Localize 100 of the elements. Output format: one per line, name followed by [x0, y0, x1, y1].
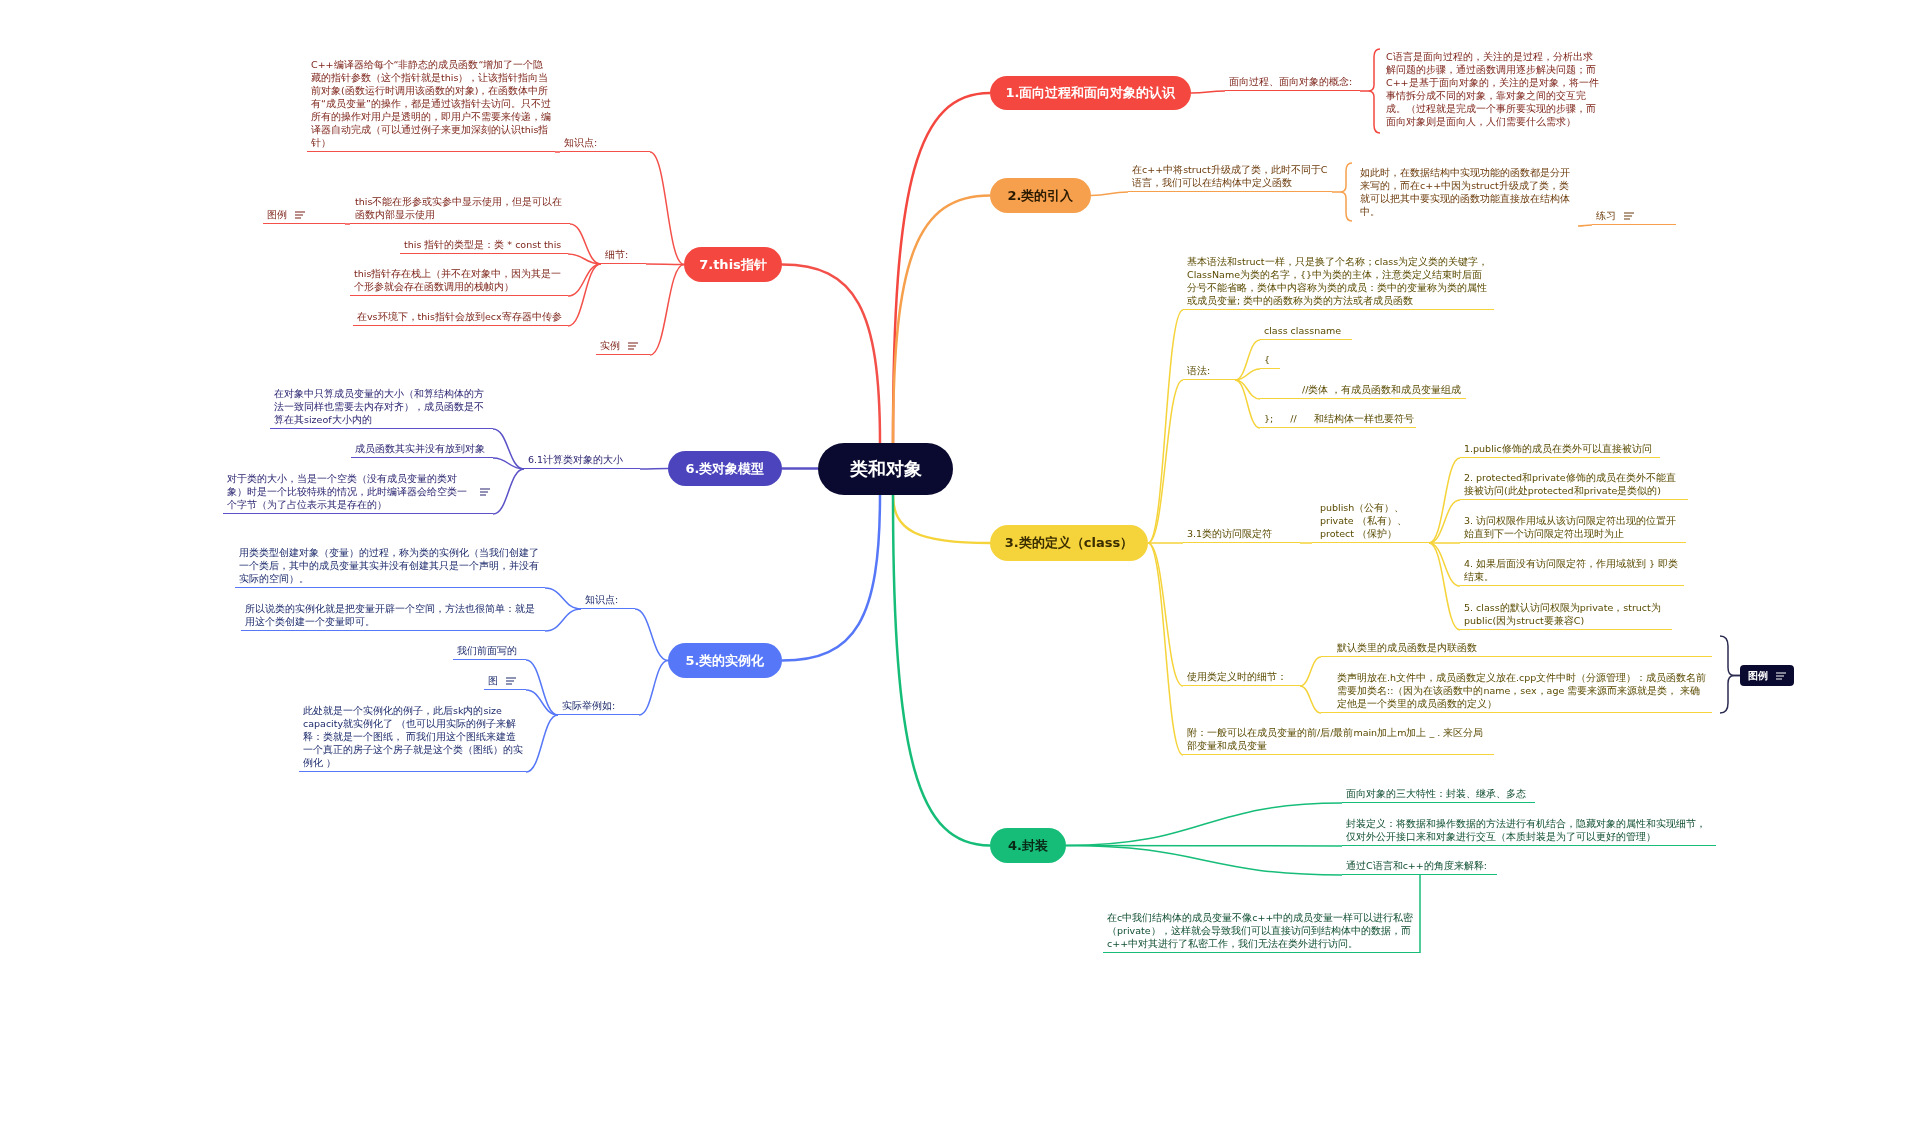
branch-line — [891, 495, 991, 847]
branch-line — [567, 263, 602, 297]
branch-line — [1147, 542, 1184, 687]
branch-line — [1234, 339, 1261, 381]
branch-line — [1090, 191, 1129, 197]
branch-line — [1147, 542, 1184, 544]
topic-label: 实际举例如: — [558, 699, 639, 715]
topic-label: 语法: — [1183, 364, 1235, 380]
topic-text: 对于类的大小，当是一个空类（没有成员变量的类对象）时是一个比较特殊的情况，此时编译器会给空类一个字节（为了占位表示其是存在的） — [227, 472, 468, 511]
branch-line — [1299, 685, 1322, 714]
topic-item — [263, 208, 345, 224]
topic-label: this不能在形参或实参中显示使用，但是可以在函数内部显示使用 — [350, 195, 570, 224]
branch-line — [1419, 874, 1421, 954]
topic-pill: 5.类的实例化 — [668, 643, 782, 678]
topic-label: class classname — [1260, 324, 1352, 340]
topic-pill: 3.类的定义（class） — [990, 525, 1148, 561]
branch-line — [639, 467, 669, 470]
brace-connector — [1719, 674, 1741, 714]
topic-label: 3. 访问权限作用域从该访问限定符出现的位置开始直到下一个访问限定符出现时为止 — [1460, 514, 1686, 543]
branch-line — [649, 263, 685, 356]
branch-line — [781, 494, 882, 662]
topic-label: 基本语法和struct一样，只是换了个名称；class为定义类的关键字，ClassName为类的名字，{}中为类的主体，注意类定义结束时后面分号不能省略，类体中内容称为类的成员：类中的变量称为类的属性或成员变量; 类中的函数称为类的方法或者成员函数 — [1183, 255, 1494, 310]
topic-label: 默认类里的成员函数是内联函数 — [1321, 641, 1712, 657]
topic-text: 图 — [488, 674, 498, 687]
topic-label: 通过C语言和c++的角度来解释: — [1342, 859, 1497, 875]
branch-line — [1299, 542, 1313, 544]
branch-line — [782, 467, 818, 470]
topic-pill: 4.封装 — [990, 828, 1066, 863]
topic-label: 3.1类的访问限定符 — [1183, 527, 1300, 543]
topic-pill: 1.面向过程和面向对象的认识 — [990, 76, 1191, 110]
topic-text: 练习 — [1596, 209, 1616, 222]
topic-label: 1.public修饰的成员在类外可以直接被访问 — [1460, 442, 1660, 458]
topic-label: }; // 和结构体一样也要符号 — [1260, 412, 1416, 428]
topic-label: 附：一般可以在成员变量的前/后/最前main加上m加上 _ . 来区分局部变量和成员变量 — [1183, 726, 1494, 755]
topic-label: 使用类定义时的细节： — [1183, 670, 1300, 686]
topic-label: 在vs环境下，this指针会放到ecx寄存器中传参 — [353, 310, 568, 326]
topic-item — [223, 472, 493, 514]
note-text: C语言是面向过程的，关注的是过程，分析出求解问题的步骤，通过函数调用逐步解决问题；而C++是基于面向对象的，关注的是对象，将一件事情拆分成不同的对象，靠对象之间的交互完成。（过程就是完成一个事所要实现的步骤，而面向对象则是面向人，人们需要什么需求） — [1386, 50, 1600, 128]
topic-text: 实例 — [600, 339, 620, 352]
topic-label: 我们前面写的 — [453, 644, 526, 660]
branch-line — [1065, 844, 1343, 876]
topic-label: C++编译器给每个“非静态的成员函数“增加了一个隐藏的指针参数（这个指针就是this），让该指针指向当前对象(函数运行时调用该函数的对象)，在函数体中所有“成员变量”的操作，都是通过该指针去访问。只不过所有的操作对用户是透明的，即用户不需要来传递，编译器自动完成（可以通过例子来更加深刻的认识this指针） — [307, 58, 555, 152]
topic-label: 面向对象的三大特性：封装、继承、多态 — [1342, 787, 1535, 803]
topic-label: 成员函数其实并没有放到对象 — [351, 442, 493, 458]
topic-pill: 7.this指针 — [684, 247, 782, 282]
brace-connector — [1359, 48, 1381, 134]
topic-text: 图例 — [1748, 668, 1768, 683]
branch-line — [645, 263, 685, 266]
branch-line — [891, 194, 991, 443]
legend-pill — [1740, 665, 1794, 686]
topic-item — [1592, 209, 1676, 225]
topic-label: 所以说类的实例化就是把变量开辟一个空间，方法也很简单：就是用这个类创建一个变量即可。 — [241, 602, 545, 631]
topic-label: 5. class的默认访问权限为private，struct为public(因为struct要兼容C) — [1460, 601, 1672, 630]
topic-label: 用类类型创建对象（变量）的过程，称为类的实例化（当我们创建了一个类后，其中的成员变量其实并没有创建其只是一个声明，并没有实际的空间）。 — [235, 546, 545, 588]
topic-label: 4. 如果后面没有访问限定符，作用域就到 } 即类结束。 — [1460, 557, 1684, 586]
branch-line — [1147, 379, 1184, 544]
branch-line — [638, 659, 669, 716]
topic-label: 类声明放在.h文件中，成员函数定义放在.cpp文件中时（分源管理）：成员函数名前需要加类名::（因为在该函数中的name，sex，age 需要来源而来源就是类， 来确定他是一个类里的成员函数的定义） — [1321, 671, 1712, 713]
branch-line — [344, 223, 351, 225]
topic-label: 面向过程、面向对象的概念: — [1225, 75, 1360, 91]
topic-label: 细节: — [601, 248, 646, 264]
topic-label: 在c中我们结构体的成员变量不像c++中的成员变量一样可以进行私密（private），这样就会导致我们可以直接访问到结构体中的数据，而c++中对其进行了私密工作，我们无法在类外进行访问。 — [1103, 911, 1420, 953]
topic-label: 知识点: — [581, 593, 635, 609]
branch-line — [492, 468, 525, 515]
branch-line — [649, 151, 685, 266]
topic-label: 封装定义：将数据和操作数据的方法进行有机结合，隐藏对象的属性和实现细节，仅对外公开接口来和对象进行交互（本质封装是为了可以更好的管理） — [1342, 817, 1716, 846]
brace-connector — [1331, 162, 1353, 222]
topic-label: 在c++中将struct升级成了类，此时不同于C语言，我们可以在结构体中定义函数 — [1128, 163, 1332, 192]
branch-line — [567, 263, 602, 327]
branch-line — [1428, 542, 1461, 587]
branch-line — [554, 151, 561, 153]
branch-line — [544, 608, 582, 632]
topic-label: 在对象中只算成员变量的大小（和算结构体的方法一致同样也需要去内存对齐），成员函数是不算在其sizeof大小内的 — [270, 387, 493, 429]
branch-line — [781, 263, 882, 444]
topic-label: 6.1计算类对象的大小 — [524, 453, 640, 469]
topic-pill: 6.类对象模型 — [668, 451, 782, 486]
branch-line — [1147, 309, 1184, 544]
branch-line — [492, 457, 525, 470]
branch-line — [1190, 90, 1226, 94]
topic-item — [484, 674, 526, 690]
branch-line — [1428, 457, 1461, 544]
topic-label: this 指针的类型是：类 * const this — [400, 238, 568, 254]
branch-line — [1299, 656, 1322, 687]
branch-line — [634, 608, 669, 662]
branch-line — [525, 689, 559, 716]
topic-label: { — [1260, 353, 1280, 369]
branch-line — [1234, 368, 1261, 381]
topic-label: this指针存在栈上（并不在对象中，因为其是一个形参就会存在函数调用的栈帧内） — [350, 267, 568, 296]
branch-line — [567, 253, 602, 265]
branch-line — [1234, 379, 1261, 429]
central-topic: 类和对象 — [818, 443, 953, 495]
topic-label: //类体 ，有成员函数和成员变量组成 — [1260, 383, 1466, 399]
branch-line — [1428, 542, 1461, 631]
branch-line — [525, 714, 559, 773]
topic-label: 此处就是一个实例化的例子，此后sk内的size capacity就实例化了 （也可以用实际的例子来解释：类就是一个图纸， 而我们用这个图纸来建造一个真正的房子这个房子就是这个类（图纸）的实例化 ） — [299, 704, 526, 772]
topic-label: publish（公有）、private （私有）、protect （保护） — [1312, 501, 1429, 543]
note-text: 如此时，在数据结构中实现功能的函数都是分开来写的，而在c++中因为struct升级成了类，类就可以把其中要实现的函数功能直接放在结构体中。 — [1360, 166, 1578, 218]
topic-text: 图例 — [267, 208, 287, 221]
topic-label: 2. protected和private修饰的成员在类外不能直接被访问(此处protected和private是类似的) — [1460, 471, 1688, 500]
topic-label: 知识点: — [560, 136, 650, 152]
